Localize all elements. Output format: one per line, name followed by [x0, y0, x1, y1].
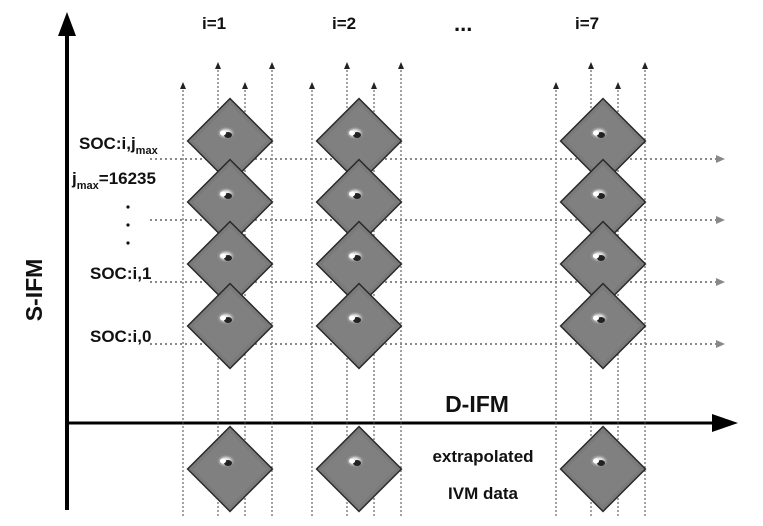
soc-tile — [186, 97, 274, 185]
soc-tile — [559, 158, 647, 246]
arrow-head — [269, 62, 275, 69]
soc-tile — [559, 97, 647, 185]
column-label-ellipsis: ... — [454, 11, 472, 36]
soc-tile — [186, 282, 274, 370]
arrow-head — [615, 82, 621, 89]
column-label-i1: i=1 — [202, 14, 226, 33]
horizontal-arrow-group — [150, 155, 725, 348]
arrow-head — [371, 82, 377, 89]
ivm-tile — [559, 425, 647, 513]
soc-tile — [315, 282, 403, 370]
arrow-head — [215, 62, 221, 69]
arrow-head — [642, 62, 648, 69]
arrow-head — [398, 62, 404, 69]
s-ifm-axis-label: S-IFM — [21, 259, 47, 322]
arrow-head — [180, 82, 186, 89]
column-label-i2: i=2 — [332, 14, 356, 33]
arrow-head — [344, 62, 350, 69]
arrow-head — [716, 155, 725, 163]
arrow-head — [716, 340, 725, 348]
soc-tile — [559, 282, 647, 370]
vertical-axis — [58, 12, 76, 510]
soc-tile — [186, 220, 274, 308]
row-label-soc-jmax: SOC:i,jmax — [79, 134, 159, 157]
row-label-soc-0: SOC:i,0 — [90, 327, 151, 346]
arrow-head — [716, 216, 725, 224]
column-label-i7: i=7 — [575, 14, 599, 33]
arrow-head — [242, 82, 248, 89]
horizontal-axis — [67, 414, 738, 432]
extrapolated-label: extrapolated — [432, 447, 533, 466]
soc-tile — [315, 220, 403, 308]
arrow-head — [588, 62, 594, 69]
row-label-jmax-value: jmax=16235 — [71, 169, 156, 192]
ivm-tile — [186, 425, 274, 513]
d-ifm-axis-label: D-IFM — [445, 391, 509, 417]
arrow-head — [553, 82, 559, 89]
arrow-head — [309, 82, 315, 89]
soc-tile — [315, 97, 403, 185]
arrow-head — [716, 278, 725, 286]
soc-tile — [186, 158, 274, 246]
row-label-soc-1: SOC:i,1 — [90, 264, 151, 283]
ivm-data-label: IVM data — [448, 484, 518, 503]
soc-tile — [315, 158, 403, 246]
ivm-tile — [315, 425, 403, 513]
soc-tile-group — [186, 97, 647, 513]
row-ellipsis-dots — [126, 205, 130, 245]
soc-tile — [559, 220, 647, 308]
